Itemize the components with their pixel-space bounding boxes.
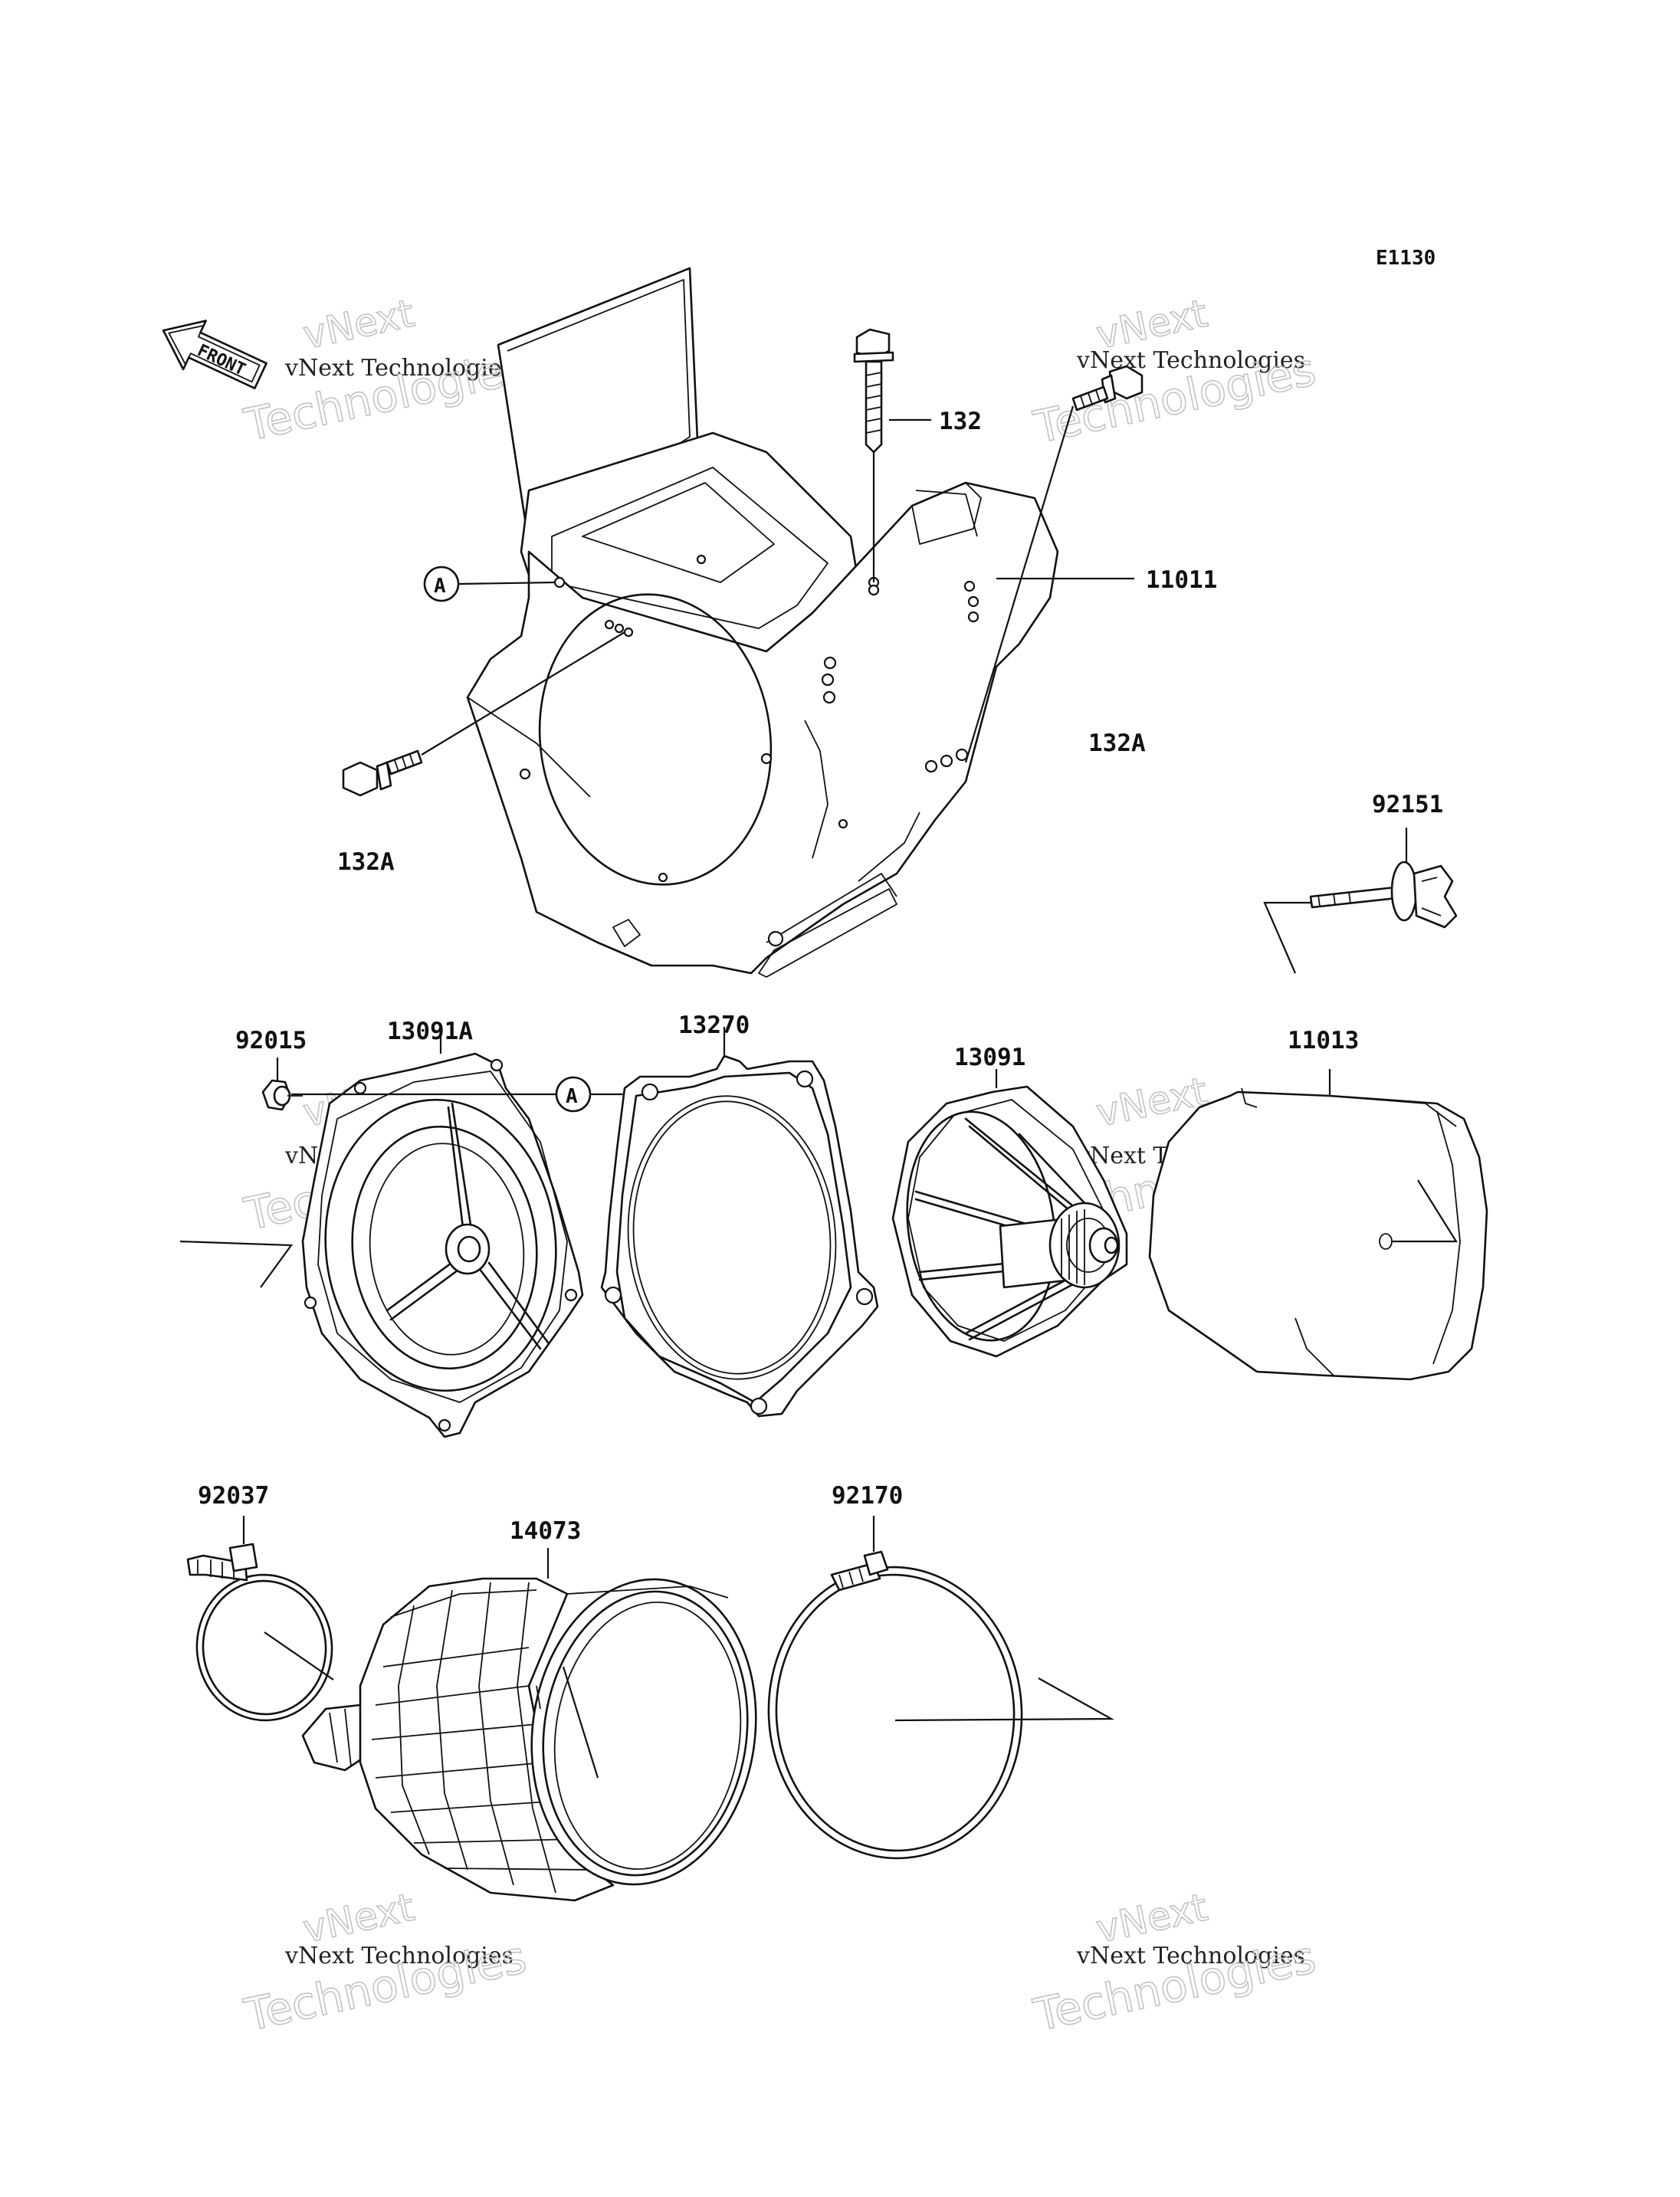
nut-92015	[261, 1079, 303, 1111]
watermark-line1: vNext	[299, 291, 418, 358]
air-box-housing	[466, 267, 1059, 978]
clamp-92170-axis	[894, 1677, 1115, 1722]
watermark-line2: vNext Technologies	[284, 355, 514, 382]
clamp-92170	[767, 1550, 1023, 1860]
wing-bolt-92151	[1309, 861, 1458, 929]
bolt-132a-right	[1071, 365, 1144, 412]
ref-marker-a-top: A	[423, 566, 556, 602]
watermark-top-right: vNext vNext Technologies Technologies	[1029, 290, 1321, 454]
bolt-132a-right-axis	[964, 405, 1075, 763]
watermark-top-left: vNext vNext Technologies Technologies	[239, 290, 531, 452]
label-13270: 13270	[678, 1012, 750, 1039]
label-92037: 92037	[198, 1482, 269, 1510]
bolt-132a-left-axis	[421, 631, 625, 756]
intake-duct-14073	[301, 1577, 757, 1902]
duct-axis	[562, 1666, 599, 1779]
diagram-code: E1130	[1376, 247, 1436, 270]
filter-frame-13091	[891, 1085, 1128, 1358]
label-92170: 92170	[832, 1482, 903, 1510]
label-11011: 11011	[1146, 566, 1217, 594]
filter-element-11013	[1148, 1087, 1488, 1381]
label-132A-left: 132A	[337, 848, 395, 876]
label-132A-right: 132A	[1088, 730, 1146, 757]
watermark-line2: vNext Technologies	[1076, 1943, 1305, 1969]
label-11013: 11013	[1288, 1027, 1359, 1054]
label-132: 132	[939, 408, 982, 435]
ref-marker-a-middle: A	[555, 1076, 625, 1113]
filter-element-axis	[1391, 1179, 1458, 1243]
front-arrow-icon: FRONT	[162, 320, 267, 390]
label-13091: 13091	[954, 1044, 1025, 1071]
watermark-bottom-left: vNext vNext Technologies Technologies	[239, 1884, 531, 2042]
watermark-bottom-right: vNext vNext Technologies Technologies	[1029, 1884, 1321, 2042]
clamp-92037-axis	[264, 1631, 334, 1681]
holder-axis-left	[179, 1240, 294, 1288]
watermark-line1: vNext	[299, 1885, 418, 1952]
clamp-92037	[186, 1543, 333, 1722]
watermark-line1: vNext	[1092, 1885, 1211, 1952]
label-13091A: 13091A	[387, 1018, 473, 1045]
gasket-13270	[600, 1054, 879, 1418]
ref-a-label: A	[566, 1085, 578, 1108]
label-92015: 92015	[235, 1027, 307, 1054]
ref-a-label: A	[434, 575, 446, 598]
bolt-132a-left	[342, 749, 423, 797]
label-92151: 92151	[1372, 791, 1443, 818]
filter-holder-13091a	[301, 1052, 584, 1438]
bolt-132	[853, 328, 894, 454]
label-14073: 14073	[510, 1517, 581, 1545]
wing-bolt-axis	[1263, 901, 1312, 974]
watermark-line2: vNext Technologies	[284, 1943, 514, 1969]
